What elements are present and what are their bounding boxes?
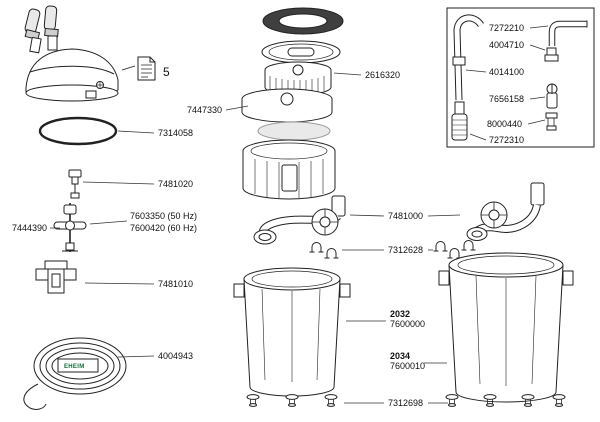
sealing-gasket xyxy=(262,7,344,35)
leader-lines xyxy=(50,25,549,404)
rubber-foot xyxy=(246,394,260,407)
part-label-7481020: 7481020 xyxy=(158,179,193,189)
media-container xyxy=(242,139,336,200)
part-label-4004943: 4004943 xyxy=(158,351,193,361)
rubber-feet xyxy=(246,394,566,407)
part-label-2616320: 2616320 xyxy=(365,70,400,80)
installation-set-box xyxy=(446,7,595,148)
part-label-7600420: 7600420 (60 Hz) xyxy=(130,223,197,233)
impeller-shaft-assembly xyxy=(53,203,87,252)
rubber-foot xyxy=(445,394,459,407)
outlet-adapter-left xyxy=(253,195,346,245)
filter-pad xyxy=(257,121,331,141)
model-label-2032: 2032 xyxy=(390,309,410,319)
manual-sheet-icon xyxy=(121,56,156,81)
filter-basket-bottom xyxy=(241,88,333,123)
rubber-foot xyxy=(324,394,338,407)
part-label-8000440: 8000440 xyxy=(487,119,522,129)
intake-strainer xyxy=(451,101,468,141)
canister-2032 xyxy=(233,267,351,397)
outlet-elbow xyxy=(548,20,588,46)
part-label-7600010: 7600010 xyxy=(390,361,425,371)
valve-piece xyxy=(546,83,558,109)
intake-pipe xyxy=(452,14,484,101)
rubber-foot xyxy=(521,394,535,407)
canister-2034 xyxy=(438,252,574,403)
part-label-7447330: 7447330 xyxy=(187,105,222,115)
pump-lid xyxy=(261,40,341,64)
hose-brand-tag: EHEIM xyxy=(64,364,85,370)
part-label-7656158: 7656158 xyxy=(489,94,524,104)
part-label-7312698: 7312698 xyxy=(388,398,423,408)
clamp-bracket xyxy=(35,260,77,294)
hose-coil xyxy=(23,337,127,410)
part-label-7603350: 7603350 (50 Hz) xyxy=(130,211,197,221)
part-label-7272210: 7272210 xyxy=(489,23,524,33)
item-ref-label: 5 xyxy=(163,65,170,79)
part-label-4004710: 4004710 xyxy=(489,40,524,50)
part-label-7481000: 7481000 xyxy=(388,211,423,221)
nut-piece xyxy=(545,112,558,131)
pump-head-assembly xyxy=(24,5,119,102)
part-label-7600000: 7600000 xyxy=(390,319,425,329)
part-label-7481010: 7481010 xyxy=(158,279,193,289)
part-label-7314058: 7314058 xyxy=(158,128,193,138)
rubber-foot xyxy=(285,394,299,407)
model-label-2034: 2034 xyxy=(390,351,410,361)
part-label-7312628: 7312628 xyxy=(388,245,423,255)
small-pin-part xyxy=(68,169,82,199)
hose-stubs-icon xyxy=(24,5,59,54)
rubber-foot xyxy=(552,394,566,407)
part-label-7272310: 7272310 xyxy=(489,135,524,145)
rubber-foot xyxy=(483,394,497,407)
outlet-adapter-right xyxy=(466,182,545,241)
connector-piece xyxy=(544,47,559,62)
head-sealing-ring xyxy=(38,116,118,146)
part-label-7444390: 7444390 xyxy=(12,223,47,233)
filter-media-stack xyxy=(241,7,344,200)
part-label-4014100: 4014100 xyxy=(489,67,524,77)
